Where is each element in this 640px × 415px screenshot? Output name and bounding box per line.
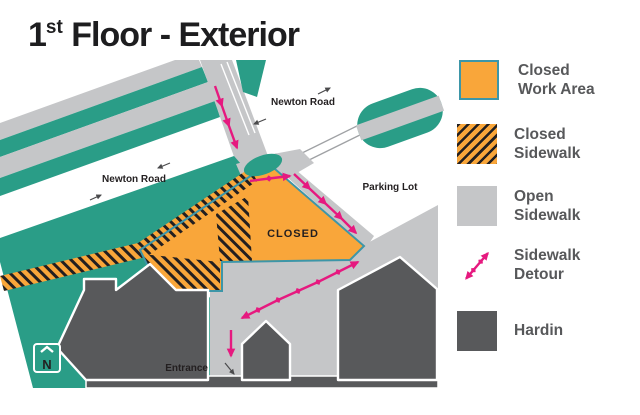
detour-arrow-lower-walk bbox=[240, 260, 360, 320]
legend-label-line: Detour bbox=[514, 266, 564, 283]
legend-label-line: Hardin bbox=[514, 322, 564, 340]
entrance-pointer-arrow bbox=[224, 362, 235, 375]
detour-arrow-plaza bbox=[249, 172, 292, 183]
legend-label: Open Sidewalk bbox=[514, 187, 580, 226]
detour-arrow-access-road bbox=[213, 85, 239, 150]
legend: Closed Work Area Closed Sidewalk Open Si… bbox=[457, 0, 639, 415]
traffic-arrow bbox=[89, 194, 102, 201]
label-parking-lot: Parking Lot bbox=[362, 182, 418, 193]
title-text: Floor - Exterior bbox=[62, 16, 300, 54]
verge-wedge-east bbox=[236, 60, 266, 97]
road-lane-line bbox=[302, 131, 367, 164]
corner-green-island bbox=[243, 153, 283, 177]
page-title: 1st Floor - Exterior bbox=[28, 16, 300, 55]
closed-sidewalk-mid bbox=[216, 196, 252, 261]
traffic-arrow bbox=[157, 162, 171, 169]
traffic-arrow bbox=[317, 87, 331, 95]
closed-work-area-swatch bbox=[459, 60, 499, 100]
legend-label-line: Open bbox=[514, 187, 554, 205]
hardin-building-mid bbox=[240, 319, 292, 382]
road-lane-line bbox=[297, 123, 362, 156]
legend-item-closed-work-area: Closed Work Area bbox=[457, 60, 595, 100]
legend-item-open-sidewalk: Open Sidewalk bbox=[457, 186, 580, 226]
legend-label-line: Sidewalk bbox=[514, 207, 581, 224]
sidewalk-detour-arrows bbox=[213, 85, 360, 358]
far-sidewalk-band bbox=[0, 60, 202, 140]
traffic-arrow bbox=[253, 118, 267, 125]
legend-label-line: Closed bbox=[518, 61, 570, 79]
hardin-swatch bbox=[457, 311, 497, 351]
legend-item-hardin: Hardin bbox=[457, 311, 563, 351]
open-sidewalk-swatch bbox=[457, 186, 497, 226]
legend-label: Closed Sidewalk bbox=[514, 125, 580, 164]
label-closed-area: CLOSED bbox=[267, 228, 319, 240]
median-island bbox=[355, 87, 445, 149]
legend-label-line: Sidewalk bbox=[514, 246, 581, 264]
detour-arrow-east-edge bbox=[293, 173, 358, 235]
north-sidewalk bbox=[0, 82, 215, 178]
access-road-lane-line bbox=[226, 61, 256, 134]
detour-arrow-icon bbox=[465, 252, 489, 280]
legend-label: Hardin bbox=[514, 321, 563, 340]
legend-item-sidewalk-detour: Sidewalk Detour bbox=[457, 245, 580, 285]
legend-label: Sidewalk Detour bbox=[514, 246, 580, 285]
label-entrance: Entrance bbox=[165, 363, 208, 374]
closed-sidewalk-swatch bbox=[457, 124, 497, 164]
north-caret-icon bbox=[40, 345, 54, 353]
legend-label: Closed Work Area bbox=[518, 61, 595, 100]
north-indicator: N bbox=[33, 343, 61, 373]
legend-item-closed-sidewalk: Closed Sidewalk bbox=[457, 124, 580, 164]
legend-label-line: Work Area bbox=[518, 81, 595, 98]
title-ordinal: st bbox=[45, 17, 63, 38]
traffic-direction-arrows bbox=[89, 87, 331, 375]
north-label: N bbox=[42, 357, 51, 372]
closed-work-area bbox=[140, 163, 364, 291]
title-number: 1 bbox=[28, 16, 47, 54]
verge-strip-north-outer bbox=[0, 67, 208, 157]
label-newton-road-top: Newton Road bbox=[271, 97, 335, 108]
legend-label-line: Sidewalk bbox=[514, 145, 581, 162]
closed-sidewalk-band bbox=[0, 168, 257, 291]
label-newton-road-left: Newton Road bbox=[102, 174, 166, 185]
legend-label-line: Closed bbox=[514, 125, 566, 143]
verge-strip-north-inner bbox=[0, 101, 220, 196]
hardin-building-west bbox=[55, 262, 210, 382]
